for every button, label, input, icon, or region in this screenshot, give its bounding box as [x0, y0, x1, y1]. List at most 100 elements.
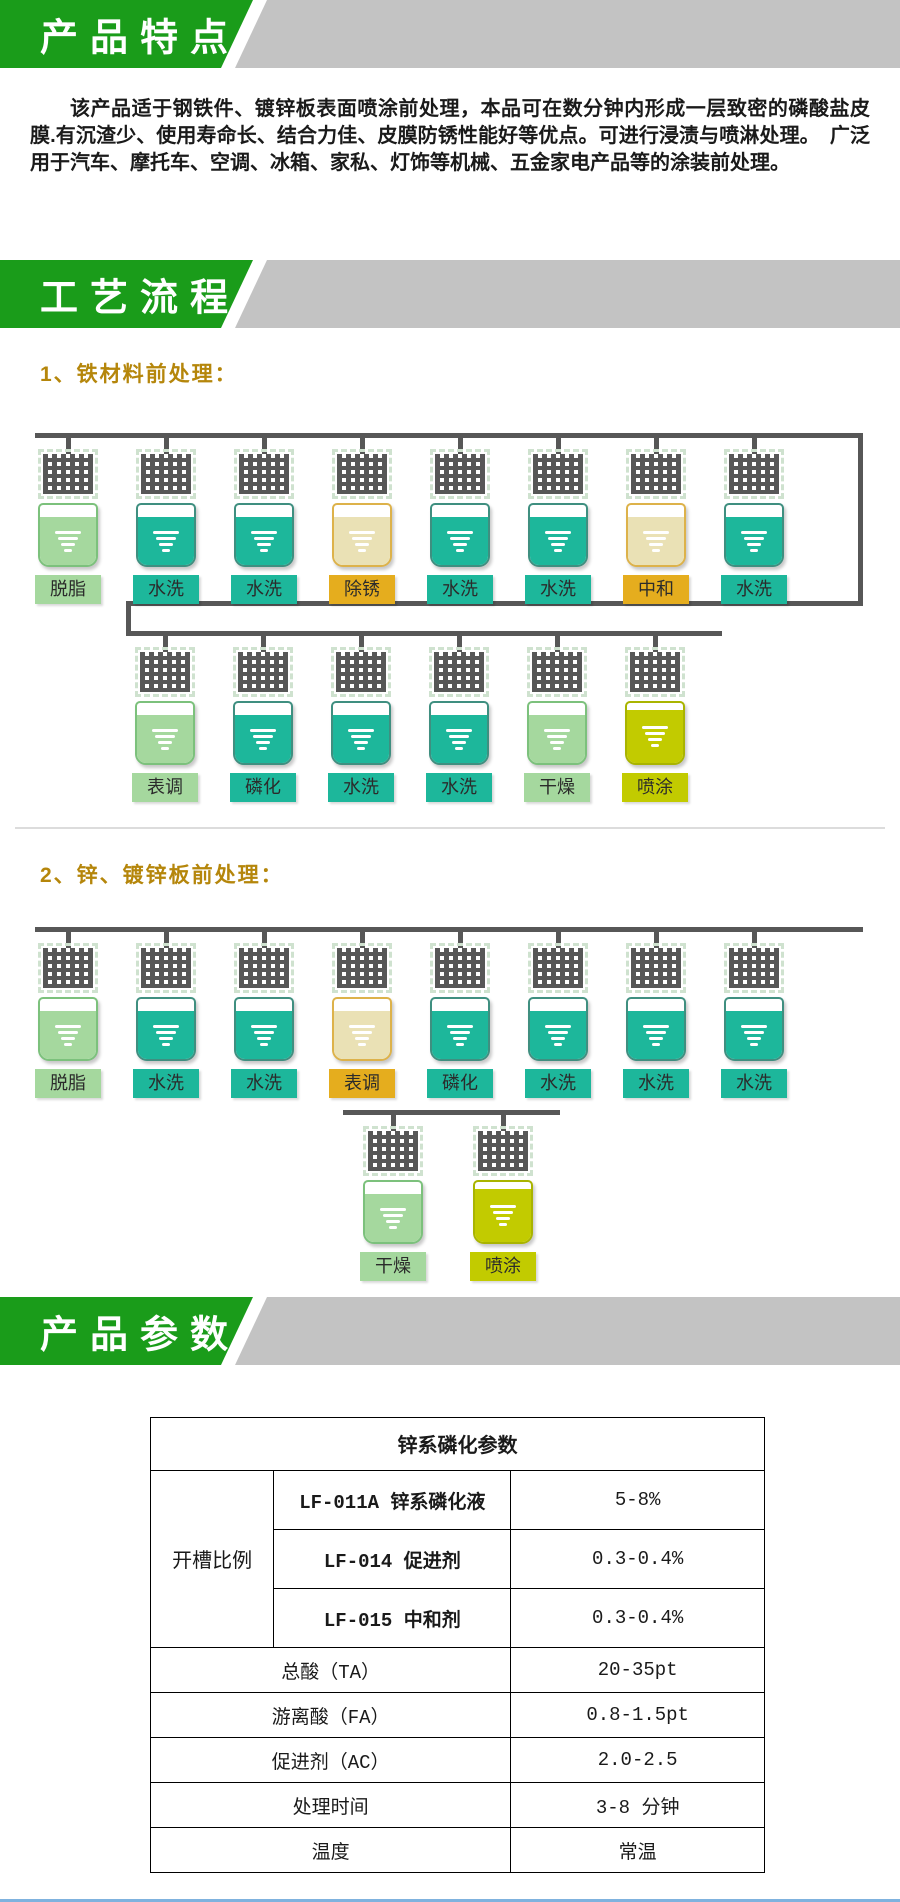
conveyor-rail	[35, 927, 863, 932]
water-ripple-icon	[349, 1023, 375, 1047]
basket-icon	[528, 449, 588, 499]
process-step: 水洗	[229, 932, 299, 1098]
tank-icon	[332, 997, 392, 1061]
tank-liquid	[138, 1011, 194, 1059]
process-step: 水洗	[523, 438, 593, 604]
tank-liquid	[334, 517, 390, 565]
basket-icon	[473, 1126, 533, 1176]
tank-label: 水洗	[328, 773, 394, 802]
tank-icon	[363, 1180, 423, 1244]
water-ripple-icon	[153, 1023, 179, 1047]
process-step: 喷涂	[468, 1115, 538, 1281]
features-paragraph: 该产品适于钢铁件、镀锌板表面喷涂前处理，本品可在数分钟内形成一层致密的磷酸盐皮膜…	[30, 98, 870, 174]
flow-heading-iron: 1、铁材料前处理：	[40, 363, 238, 386]
hanger-bar	[554, 636, 560, 652]
tank-icon	[38, 997, 98, 1061]
water-ripple-icon	[544, 727, 570, 751]
tank-icon	[332, 503, 392, 567]
tank-icon	[724, 997, 784, 1061]
tank-liquid	[628, 517, 684, 565]
water-ripple-icon	[643, 1023, 669, 1047]
basket-icon	[332, 449, 392, 499]
section-banner-parameters: 产品参数	[0, 1297, 900, 1365]
tank-liquid	[40, 1011, 96, 1059]
tank-icon	[136, 997, 196, 1061]
table-param-value: 0.3-0.4%	[510, 1588, 765, 1648]
tank-liquid	[333, 715, 389, 763]
banner-green-shape	[0, 260, 253, 328]
water-ripple-icon	[642, 725, 668, 749]
process-step: 干燥	[358, 1115, 428, 1281]
tank-label: 喷涂	[622, 773, 688, 802]
tank-label: 喷涂	[470, 1252, 536, 1281]
tank-liquid	[431, 715, 487, 763]
tank-liquid	[236, 517, 292, 565]
tank-icon	[626, 503, 686, 567]
hanger-bar	[260, 636, 266, 652]
water-ripple-icon	[447, 529, 473, 553]
table-param-name: LF-014 促进剂	[273, 1529, 512, 1589]
tank-icon	[625, 701, 685, 765]
tank-label: 水洗	[525, 575, 591, 604]
hanger-bar	[456, 636, 462, 652]
tank-icon	[430, 503, 490, 567]
basket-icon	[233, 647, 293, 697]
basket-icon	[136, 449, 196, 499]
process-step: 水洗	[621, 932, 691, 1098]
tank-label: 磷化	[230, 773, 296, 802]
tank-label: 水洗	[721, 575, 787, 604]
process-step: 水洗	[719, 438, 789, 604]
basket-icon	[331, 647, 391, 697]
flow-diagram-zinc: 脱脂水洗水洗表调磷化水洗水洗水洗 干燥喷涂	[0, 927, 900, 1281]
water-ripple-icon	[55, 1023, 81, 1047]
tank-icon	[136, 503, 196, 567]
process-step: 脱脂	[33, 932, 103, 1098]
hanger-bar	[555, 438, 561, 454]
banner-green-shape	[0, 1297, 253, 1365]
hanger-bar	[653, 932, 659, 948]
banner-gray-bar	[235, 0, 900, 68]
process-step: 水洗	[719, 932, 789, 1098]
tank-label: 水洗	[231, 1069, 297, 1098]
tank-label: 磷化	[427, 1069, 493, 1098]
conveyor-rail	[35, 433, 863, 438]
flow-row: 脱脂水洗水洗除锈水洗水洗中和水洗	[33, 438, 789, 604]
basket-icon	[528, 943, 588, 993]
table-title: 锌系磷化参数	[150, 1417, 765, 1471]
tank-icon	[135, 701, 195, 765]
basket-icon	[234, 449, 294, 499]
table-param-value: 0.8-1.5pt	[510, 1692, 765, 1738]
flow-row: 干燥喷涂	[358, 1115, 538, 1281]
basket-icon	[724, 449, 784, 499]
water-ripple-icon	[55, 529, 81, 553]
tank-icon	[234, 503, 294, 567]
process-step: 水洗	[523, 932, 593, 1098]
table-param-value: 3-8 分钟	[510, 1782, 765, 1828]
process-step: 水洗	[131, 932, 201, 1098]
tank-icon	[527, 701, 587, 765]
hanger-bar	[457, 932, 463, 948]
tank-label: 表调	[132, 773, 198, 802]
process-step: 水洗	[326, 636, 396, 802]
flow-heading-zinc: 2、锌、镀锌板前处理：	[40, 864, 284, 887]
table-param-name: LF-015 中和剂	[273, 1588, 512, 1648]
table-param-name: 处理时间	[149, 1782, 512, 1828]
hanger-bar	[359, 438, 365, 454]
tank-label: 水洗	[231, 575, 297, 604]
tank-icon	[528, 503, 588, 567]
hanger-bar	[555, 932, 561, 948]
water-ripple-icon	[153, 529, 179, 553]
water-ripple-icon	[251, 1023, 277, 1047]
process-step: 表调	[130, 636, 200, 802]
banner-green-shape	[0, 0, 253, 68]
conveyor-rail-connector	[858, 433, 863, 605]
table-group-label: 开槽比例	[149, 1470, 275, 1648]
section-title-features: 产品特点	[40, 17, 241, 60]
process-step: 干燥	[522, 636, 592, 802]
basket-icon	[527, 647, 587, 697]
tank-label: 除锈	[329, 575, 395, 604]
table-param-name: 总酸（TA）	[149, 1647, 512, 1693]
table-param-value: 0.3-0.4%	[510, 1529, 765, 1589]
basket-icon	[136, 943, 196, 993]
table-param-value: 2.0-2.5	[510, 1737, 765, 1783]
